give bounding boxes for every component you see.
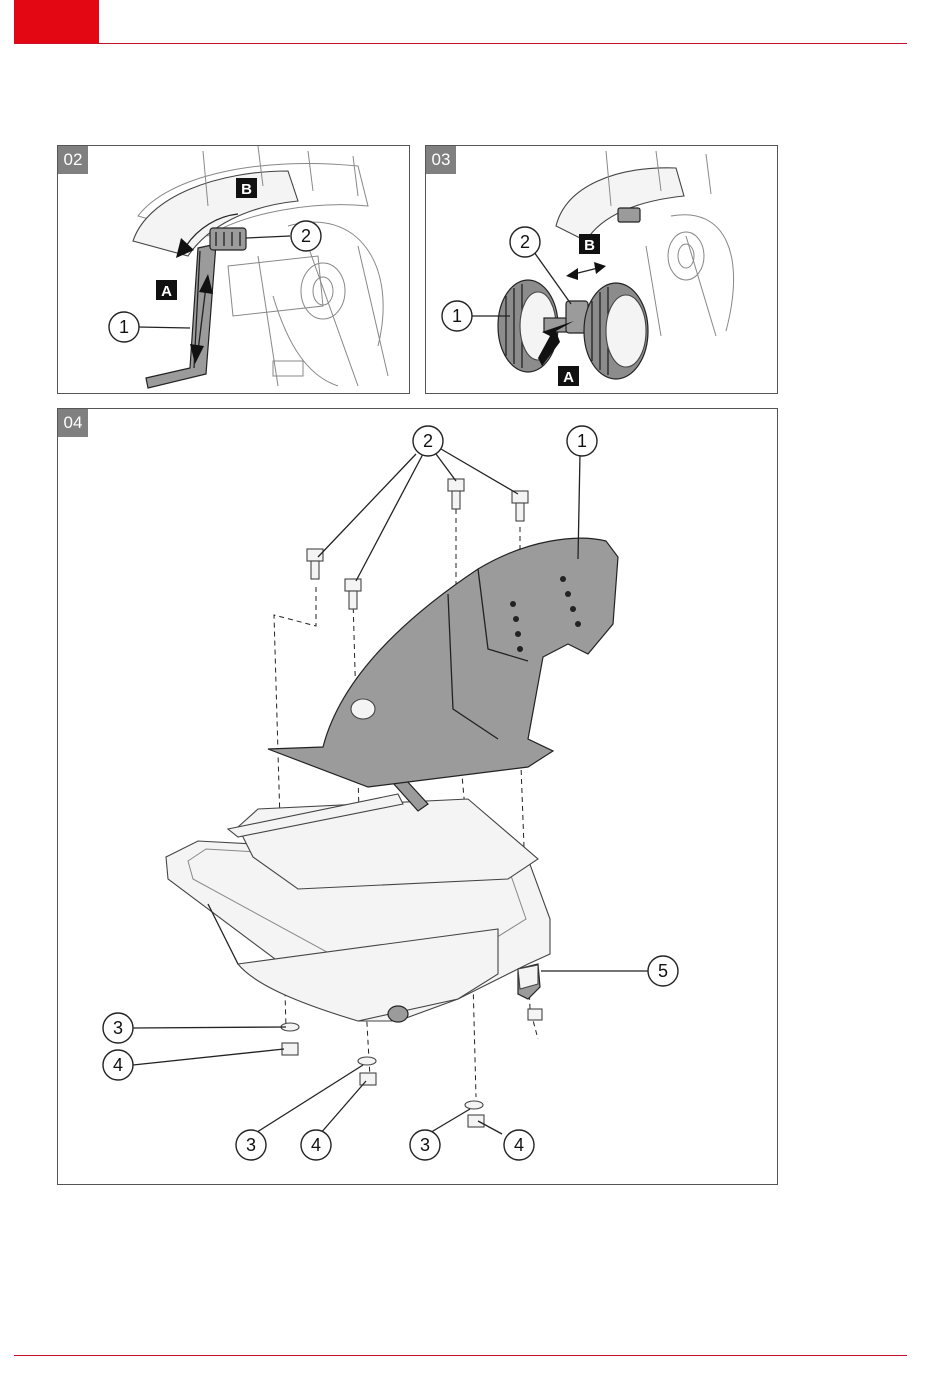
- callout-1: 1: [109, 312, 139, 342]
- footer-rule: [14, 1355, 907, 1356]
- svg-text:2: 2: [520, 232, 530, 252]
- svg-text:3: 3: [246, 1135, 256, 1155]
- hood-cover: [268, 538, 618, 787]
- figure-03-panel: 03 1 2 A: [425, 145, 778, 394]
- bolt: [345, 579, 361, 609]
- callout-4: 4: [103, 1050, 133, 1080]
- figure-number: 04: [58, 409, 88, 437]
- brand-tab: [14, 0, 99, 44]
- svg-text:4: 4: [514, 1135, 524, 1155]
- nut: [360, 1073, 376, 1085]
- figure-number: 03: [426, 146, 456, 174]
- svg-text:1: 1: [452, 306, 462, 326]
- bracket: [518, 965, 538, 989]
- svg-text:3: 3: [113, 1018, 123, 1038]
- nut: [528, 1009, 542, 1020]
- nut: [468, 1115, 484, 1127]
- callout-2: 2: [510, 227, 540, 257]
- callout-3: 3: [236, 1130, 266, 1160]
- svg-text:2: 2: [423, 431, 433, 451]
- callout-2: 2: [291, 221, 321, 251]
- svg-text:B: B: [241, 181, 252, 198]
- callout-4: 4: [301, 1130, 331, 1160]
- header-rule: [14, 43, 907, 44]
- label-a: A: [558, 366, 579, 386]
- svg-text:4: 4: [311, 1135, 321, 1155]
- figure-03-illustration: 1 2 A B: [426, 146, 778, 394]
- svg-text:A: A: [563, 369, 574, 386]
- gasket-plate: [238, 799, 538, 889]
- callout-1: 1: [567, 426, 597, 456]
- washer: [465, 1101, 483, 1109]
- svg-text:3: 3: [420, 1135, 430, 1155]
- callout-2: 2: [413, 426, 443, 456]
- bolt: [448, 479, 464, 509]
- nut: [282, 1043, 298, 1055]
- washer: [358, 1057, 376, 1065]
- callout-1: 1: [442, 301, 472, 331]
- figure-number: 02: [58, 146, 88, 174]
- svg-text:1: 1: [577, 431, 587, 451]
- bolt: [512, 491, 528, 521]
- svg-text:5: 5: [658, 961, 668, 981]
- svg-text:B: B: [584, 237, 595, 254]
- figure-04-exploded-view: 2 1 3 4 3 4 3 4: [58, 409, 778, 1185]
- label-a: A: [156, 280, 177, 300]
- figure-02-panel: 02 1 2: [57, 145, 410, 394]
- figure-02-illustration: 1 2 A B: [58, 146, 410, 394]
- callout-3: 3: [410, 1130, 440, 1160]
- label-b: B: [579, 234, 600, 254]
- callout-5: 5: [648, 956, 678, 986]
- figure-04-panel: 04: [57, 408, 778, 1185]
- svg-text:2: 2: [301, 226, 311, 246]
- svg-text:1: 1: [119, 317, 129, 337]
- svg-text:4: 4: [113, 1055, 123, 1075]
- label-b: B: [236, 178, 257, 198]
- callout-4: 4: [504, 1130, 534, 1160]
- svg-text:A: A: [161, 283, 172, 300]
- callout-3: 3: [103, 1013, 133, 1043]
